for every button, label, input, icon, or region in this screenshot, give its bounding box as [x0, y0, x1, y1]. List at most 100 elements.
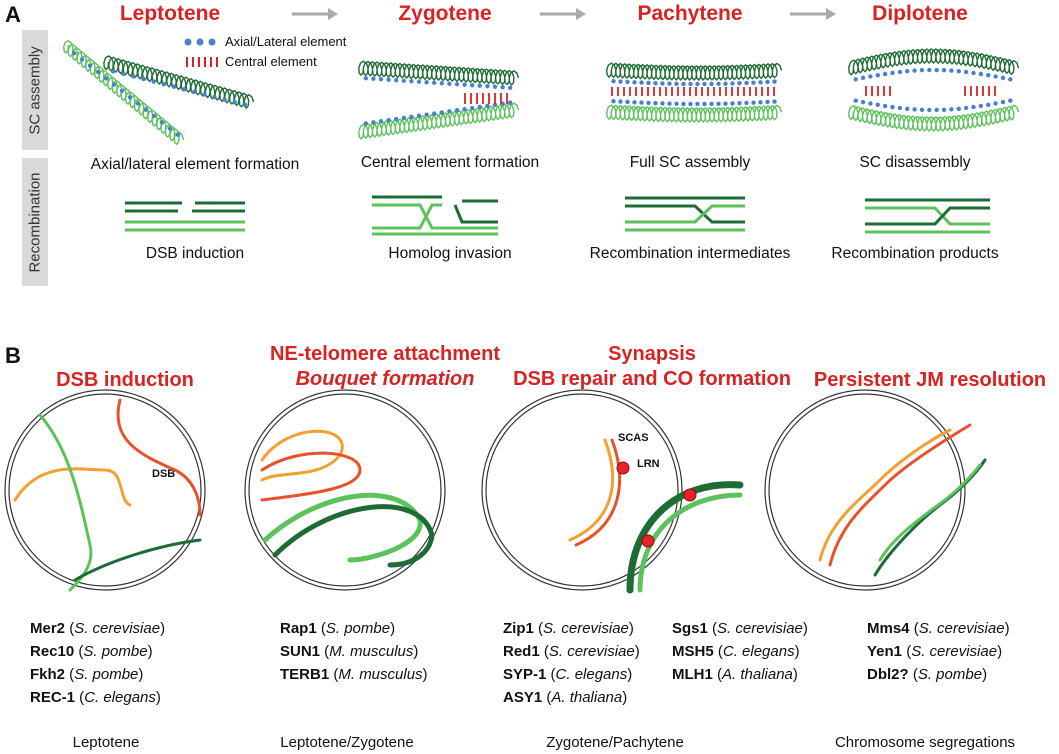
nucleus-circle-1	[244, 389, 446, 591]
protein-entry: SUN1 (M. musculus)	[280, 643, 419, 660]
nucleus-circle-0	[4, 389, 206, 591]
protein-entry: Red1 (S. cerevisiae)	[503, 643, 640, 660]
protein-list-dsb: Mer2 (S. cerevisiae) Rec10 (S. pombe) Fk…	[30, 617, 165, 709]
protein-entry: Zip1 (S. cerevisiae)	[503, 620, 634, 637]
pachytene-chromatid-light	[605, 104, 783, 124]
dsb-chromosome-orange	[13, 467, 132, 507]
legend-central-label: Central element	[225, 54, 317, 69]
zygotene-chromatid-light	[358, 102, 520, 140]
nucleus-circle-inner-1	[248, 393, 442, 587]
bouquet-red	[260, 451, 362, 502]
intermediate-light-cross	[625, 204, 745, 224]
nucleus-circle-inner-2	[485, 393, 679, 587]
synapsis-red	[574, 438, 622, 547]
protein-entry: Rap1 (S. pombe)	[280, 620, 396, 637]
nucleus-circle-2	[481, 389, 683, 591]
caption-recombination-products: Recombination products	[831, 245, 999, 262]
lrn-node-icon	[616, 461, 630, 475]
caption-homolog-invasion: Homolog invasion	[388, 245, 512, 262]
caption-full-sc: Full SC assembly	[629, 154, 751, 171]
diplotene-central-element-right	[964, 86, 996, 96]
protein-list-synapsis-1: Zip1 (S. cerevisiae) Red1 (S. cerevisiae…	[503, 617, 640, 709]
jm-red	[828, 423, 972, 567]
dsb-chromosome-dark-green	[73, 538, 202, 582]
product-light-cross	[865, 206, 990, 226]
diplotene-axial-dots-a	[853, 67, 1013, 82]
row-label-sc-assembly: SC assembly	[22, 30, 48, 150]
diplotene-axial-dots-b	[853, 98, 1013, 113]
footer-leptotene-zygotene: Leptotene/Zygotene	[280, 734, 414, 751]
product-dark-cross	[865, 206, 990, 226]
footer-zygotene-pachytene: Zygotene/Pachytene	[546, 734, 684, 751]
bouquet-dark-green	[272, 504, 435, 568]
jm-dark-green	[873, 458, 987, 577]
nucleus-circle-3	[764, 389, 966, 591]
caption-dsb-induction: DSB induction	[145, 245, 245, 262]
caption-central-formation: Central element formation	[360, 154, 540, 171]
synapsis-dark-green	[626, 481, 744, 594]
protein-entry: ASY1 (A. thaliana)	[503, 689, 628, 706]
protein-entry: Mms4 (S. cerevisiae)	[867, 620, 1010, 637]
row-label-recombination: Recombination	[22, 158, 48, 286]
crossover-node-icon	[683, 488, 697, 502]
jm-orange	[818, 428, 952, 562]
protein-entry: Mer2 (S. cerevisiae)	[30, 620, 166, 637]
invasion-light-cross	[372, 203, 498, 230]
protein-entry: MSH5 (C. elegans)	[672, 643, 800, 660]
synapsis-orange	[568, 438, 615, 542]
caption-recombination-intermediates: Recombination intermediates	[589, 245, 791, 262]
pachytene-chromatid-dark	[605, 62, 783, 82]
stage-title-leptotene: Leptotene	[119, 2, 221, 25]
bouquet-light-green	[262, 492, 423, 563]
lrn-annotation: LRN	[637, 458, 660, 470]
b-title-dsb: DSB induction	[56, 369, 194, 391]
leptotene-axial-dots-b	[110, 69, 248, 107]
invasion-light-2	[372, 203, 442, 230]
stage-title-zygotene: Zygotene	[398, 2, 492, 25]
protein-list-bouquet: Rap1 (S. pombe) SUN1 (M. musculus) TERB1…	[280, 617, 428, 686]
legend-axial-label: Axial/Lateral element	[225, 34, 347, 49]
dsb-annotation: DSB	[152, 468, 176, 480]
zygotene-chromatid-dark	[358, 60, 520, 86]
panel-b-label: B	[5, 343, 21, 368]
intermediate-dark-cross	[625, 204, 745, 224]
stage-title-pachytene: Pachytene	[637, 2, 743, 25]
legend-axial-dots-icon	[184, 38, 216, 46]
zygotene-axial-dots-a	[363, 76, 513, 90]
pachytene-axial-dots-b	[611, 98, 777, 107]
caption-axial-formation: Axial/lateral element formation	[90, 156, 300, 173]
crossover-node-icon-2	[641, 534, 655, 548]
diplotene-chromatid-light	[848, 104, 1020, 133]
diplotene-central-element-left	[865, 86, 891, 96]
zygotene-central-element	[464, 93, 508, 104]
bouquet-orange	[260, 429, 344, 482]
jm-light-green	[878, 463, 982, 562]
protein-list-jm: Mms4 (S. cerevisiae) Yen1 (S. cerevisiae…	[867, 617, 1010, 686]
protein-entry: Sgs1 (S. cerevisiae)	[672, 620, 808, 637]
leptotene-axial-dots-a	[71, 50, 181, 138]
leptotene-chromatid-light	[62, 39, 185, 146]
b-title-jm-resolution: Persistent JM resolution	[813, 369, 1047, 391]
scas-annotation: SCAS	[618, 432, 649, 444]
stage-title-diplotene: Diplotene	[872, 2, 968, 25]
zygotene-axial-dots-b	[363, 100, 513, 126]
synapsis-light-green	[637, 492, 743, 593]
diplotene-chromatid-dark	[848, 48, 1020, 76]
protein-entry: Fkh2 (S. pombe)	[30, 666, 144, 683]
protein-entry: Yen1 (S. cerevisiae)	[867, 643, 1003, 660]
protein-entry: Rec10 (S. pombe)	[30, 643, 153, 660]
pachytene-axial-dots-a	[611, 78, 777, 87]
protein-entry: SYP-1 (C. elegans)	[503, 666, 633, 683]
footer-leptotene: Leptotene	[72, 734, 140, 751]
protein-entry: Dbl2? (S. pombe)	[867, 666, 988, 683]
nucleus-circle-inner-0	[8, 393, 202, 587]
panel-a-label: A	[5, 2, 21, 27]
protein-list-synapsis-2: Sgs1 (S. cerevisiae) MSH5 (C. elegans) M…	[672, 617, 808, 686]
dsb-chromosome-red	[116, 398, 202, 517]
pachytene-central-element	[611, 87, 775, 96]
protein-entry: MLH1 (A. thaliana)	[672, 666, 798, 683]
nucleus-circle-inner-3	[768, 393, 962, 587]
caption-sc-disassembly: SC disassembly	[859, 154, 971, 171]
footer-chromosome-segregations: Chromosome segregations	[834, 734, 1016, 751]
